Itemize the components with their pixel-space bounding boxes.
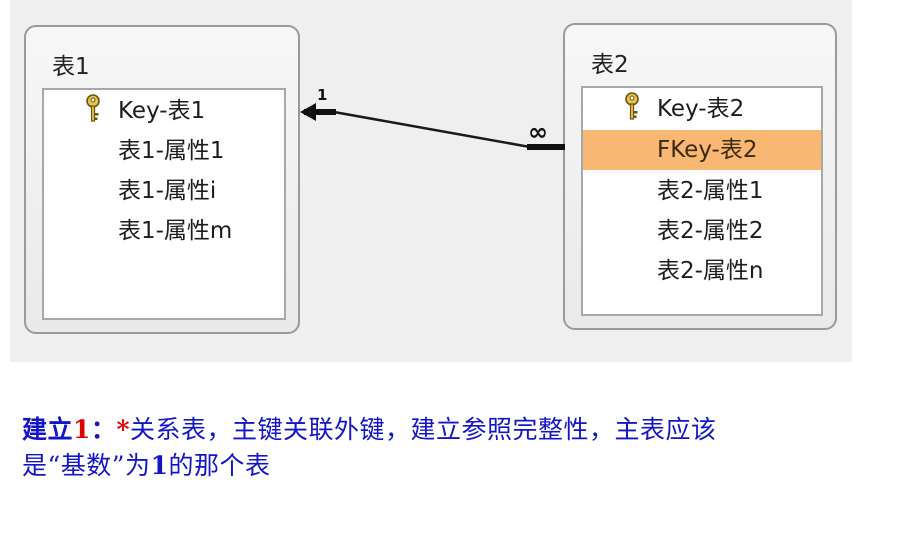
- caption-colon: ：: [90, 415, 117, 444]
- table-2-field[interactable]: 表2-属性1: [583, 172, 821, 210]
- relationship-line[interactable]: 1 ∞: [0, 0, 910, 362]
- field-label: 表2-属性n: [657, 258, 764, 284]
- field-label: 表1-属性i: [118, 178, 217, 204]
- field-label: 表1-属性m: [118, 218, 233, 244]
- table-1-field[interactable]: Key-表1: [44, 92, 284, 130]
- table-2-field[interactable]: Key-表2: [583, 90, 821, 128]
- table-2-field-list: Key-表2 FKey-表2 表2-属性1 表2-属性2 表2-属性n: [581, 86, 823, 316]
- many-cardinality-label: ∞: [528, 118, 548, 146]
- field-label: 表2-属性2: [657, 218, 764, 244]
- table-2-box[interactable]: 表2 Key-表2 FKey-表2 表2-属性1 表2-属性2 表2-属性n: [563, 23, 837, 330]
- one-cardinality-label: 1: [317, 86, 327, 104]
- table-2-field[interactable]: 表2-属性2: [583, 212, 821, 250]
- caption-star: *: [116, 415, 131, 444]
- table-2-field-foreign-key[interactable]: FKey-表2: [583, 130, 821, 170]
- table-2-title: 表2: [591, 52, 629, 78]
- caption-line-2-number: 1: [150, 451, 169, 480]
- one-end-arrow: [300, 103, 316, 121]
- field-label: 表2-属性1: [657, 178, 764, 204]
- field-label: FKey-表2: [657, 137, 758, 163]
- table-1-title: 表1: [52, 54, 90, 80]
- table-1-field[interactable]: 表1-属性1: [44, 132, 284, 170]
- caption-line-1: 建立1：*关系表，主键关联外键，建立参照完整性，主表应该: [22, 412, 902, 448]
- field-label: 表1-属性1: [118, 138, 225, 164]
- caption-text-line-2b: 的那个表: [168, 451, 271, 480]
- caption: 建立1：*关系表，主键关联外键，建立参照完整性，主表应该 是“基数”为1的那个表: [22, 412, 902, 484]
- table-1-box[interactable]: 表1 Key-表1 表1-属性1 表1-属性i 表1-属性m: [24, 25, 300, 334]
- table-1-field-list: Key-表1 表1-属性1 表1-属性i 表1-属性m: [42, 88, 286, 320]
- relationship-connector[interactable]: [333, 110, 531, 149]
- key-icon: [86, 94, 100, 122]
- caption-prefix: 建立: [22, 415, 74, 444]
- caption-text-line-2a: 是“基数”为: [22, 451, 151, 480]
- table-1-field[interactable]: 表1-属性m: [44, 212, 284, 250]
- caption-text-line-1: 关系表，主键关联外键，建立参照完整性，主表应该: [130, 415, 717, 444]
- field-label: Key-表2: [657, 96, 745, 122]
- caption-number: 1: [73, 415, 91, 444]
- field-label: Key-表1: [118, 98, 206, 124]
- table-1-field[interactable]: 表1-属性i: [44, 172, 284, 210]
- key-icon: [625, 92, 639, 120]
- table-2-field[interactable]: 表2-属性n: [583, 252, 821, 290]
- caption-line-2: 是“基数”为1的那个表: [22, 448, 902, 484]
